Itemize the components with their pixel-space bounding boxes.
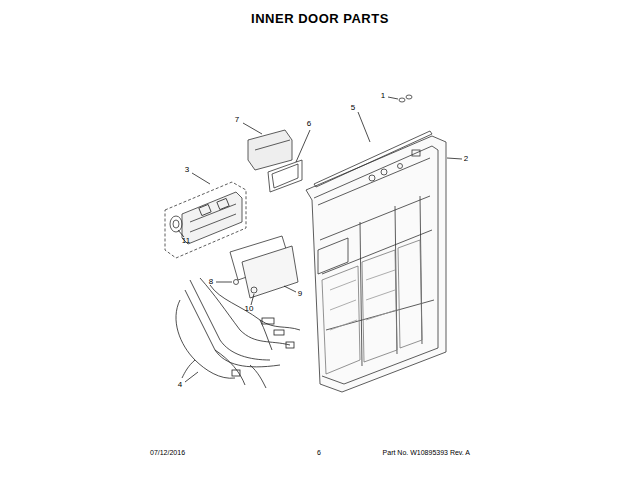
cover-panel <box>242 246 298 298</box>
callout-number: 2 <box>464 155 468 163</box>
wire-harness <box>176 278 300 388</box>
screw <box>234 280 239 285</box>
callout-number: 5 <box>351 104 355 112</box>
callout-number: 7 <box>235 116 239 124</box>
knob <box>170 216 182 232</box>
assembly-outline <box>165 182 246 258</box>
console-assembly <box>182 192 242 244</box>
callout-number: 3 <box>185 166 189 174</box>
page-title: INNER DOOR PARTS <box>251 12 389 25</box>
bracket <box>248 130 292 170</box>
vent-strip <box>314 131 432 187</box>
callout-number: 4 <box>178 381 182 389</box>
part-number: Part No. W10895393 Rev. A <box>383 449 470 456</box>
clip <box>251 287 257 293</box>
callout-number: 9 <box>298 290 302 298</box>
callout-number: 10 <box>245 305 254 313</box>
page-number: 6 <box>317 449 321 456</box>
leader-lines <box>178 97 462 382</box>
gasket <box>268 160 302 192</box>
footer-date: 07/12/2016 <box>150 449 185 456</box>
inner-door-panel <box>306 136 446 392</box>
callout-number: 11 <box>182 237 190 245</box>
callout-number: 6 <box>307 120 311 128</box>
callout-number: 1 <box>381 92 385 100</box>
screws <box>399 95 412 102</box>
callout-number: 8 <box>209 278 213 286</box>
